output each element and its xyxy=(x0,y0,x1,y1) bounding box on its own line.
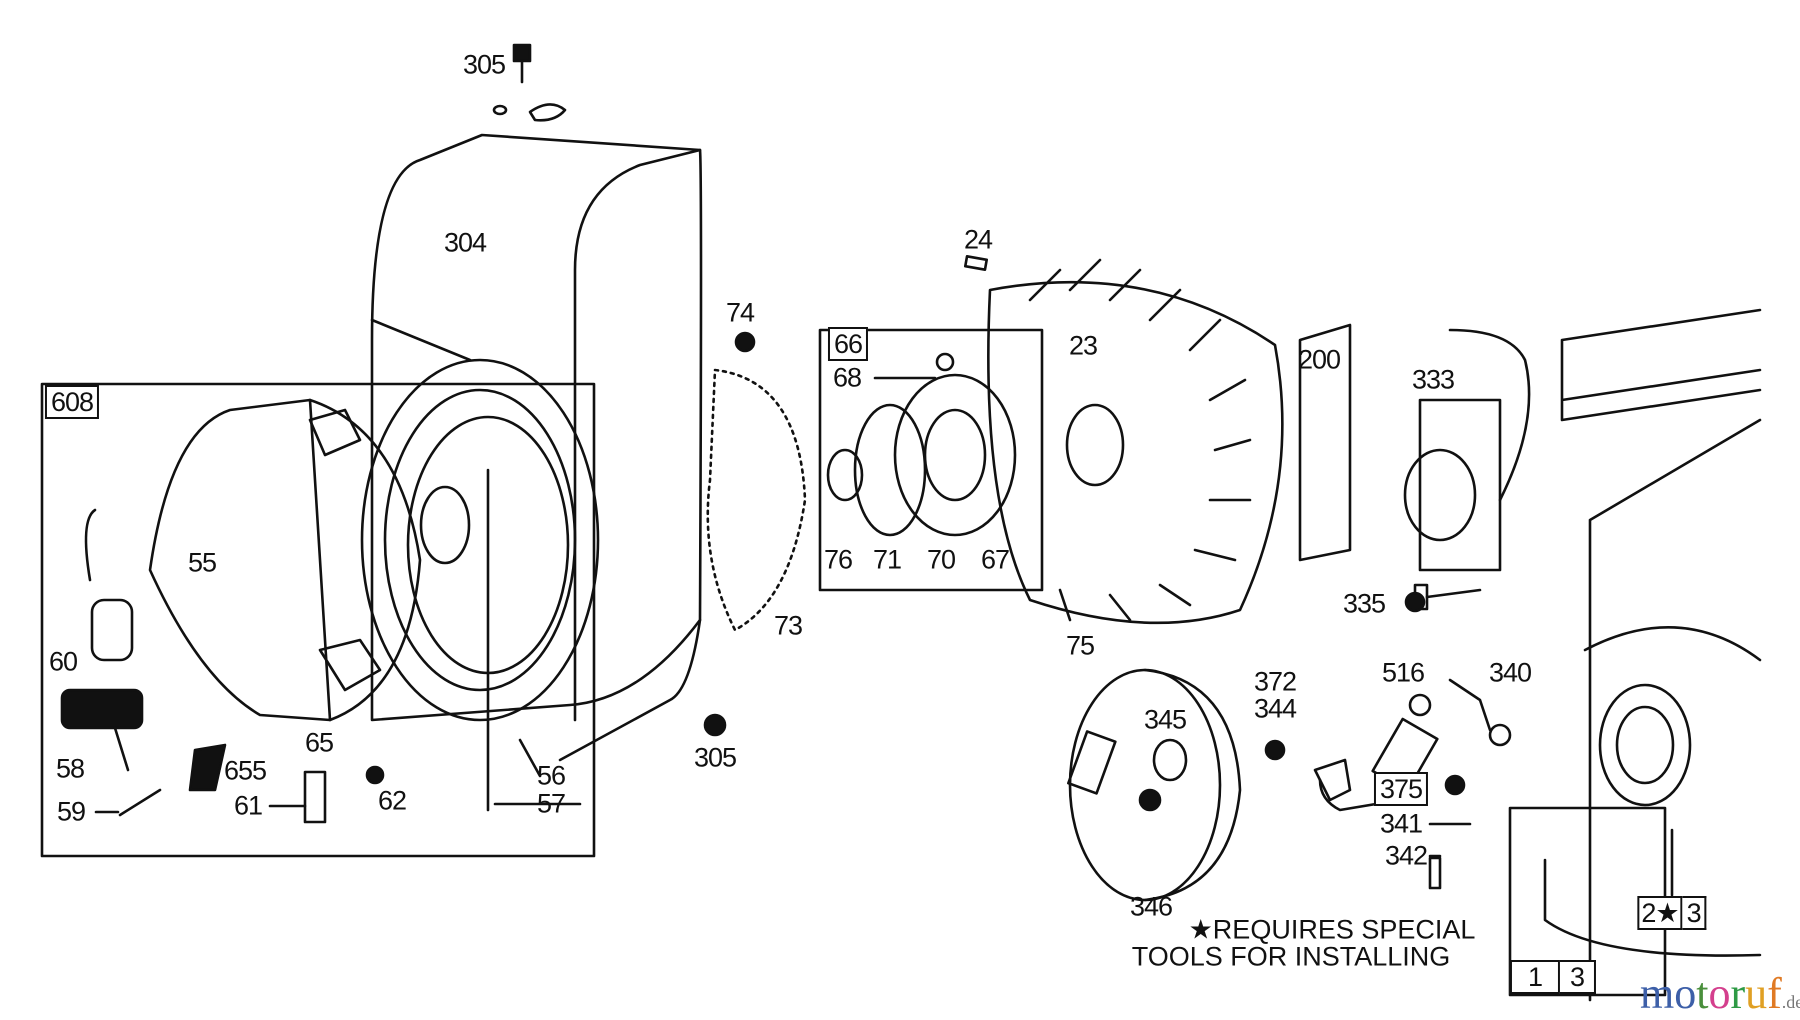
part-number-2: 2 xyxy=(1641,898,1656,928)
part-label-74: 74 xyxy=(725,297,755,328)
part-label-68: 68 xyxy=(832,362,862,393)
part-label-3: 3 xyxy=(1682,896,1707,930)
flywheel-drawing xyxy=(963,255,1284,625)
part-label-1: 1 xyxy=(1509,960,1560,994)
part-label-55: 55 xyxy=(187,547,217,578)
part-label-2-star: 2★ xyxy=(1637,896,1683,930)
part-label-345: 345 xyxy=(1143,704,1187,735)
part-label-76: 76 xyxy=(823,544,853,575)
motoruf-watermark: motoruf.de xyxy=(1640,968,1800,1019)
engine-block-drawing xyxy=(1508,308,1762,1002)
watermark-letter: r xyxy=(1730,969,1746,1018)
watermark-letter: o xyxy=(1708,969,1731,1018)
part-label-71: 71 xyxy=(872,544,902,575)
part-label-344: 344 xyxy=(1253,693,1297,724)
watermark-letters: motoruf xyxy=(1640,968,1782,1019)
part-label-342: 342 xyxy=(1384,840,1428,871)
leader-lines xyxy=(94,376,1674,897)
watermark-letter: u xyxy=(1745,969,1768,1018)
part-label-335: 335 xyxy=(1342,588,1386,619)
blower-housing-drawing xyxy=(370,103,703,762)
part-label-200: 200 xyxy=(1297,344,1341,375)
part-label-60: 60 xyxy=(48,646,78,677)
star-icon: ★ xyxy=(1655,898,1679,928)
flywheel-cup-drawing xyxy=(1067,668,1242,902)
part-label-59: 59 xyxy=(56,796,86,827)
shield-200-drawing xyxy=(1298,323,1352,562)
part-label-24: 24 xyxy=(963,224,993,255)
part-label-341: 341 xyxy=(1379,808,1423,839)
part-label-23: 23 xyxy=(1068,330,1098,361)
part-label-67: 67 xyxy=(980,544,1010,575)
part-label-340: 340 xyxy=(1488,657,1532,688)
part-label-58: 58 xyxy=(55,753,85,784)
part-label-655: 655 xyxy=(223,755,267,786)
part-label-66-boxed: 66 xyxy=(827,327,869,361)
brake-parts-drawing xyxy=(365,331,1512,890)
handle-drawing xyxy=(60,508,327,824)
special-tools-note-line2: TOOLS FOR INSTALLING xyxy=(1131,941,1451,972)
starter-cup-drawing xyxy=(148,398,422,722)
clutch-drawing xyxy=(826,352,1017,537)
part-label-56: 56 xyxy=(536,760,566,791)
part-label-70: 70 xyxy=(926,544,956,575)
part-label-61: 61 xyxy=(233,790,263,821)
part-label-57: 57 xyxy=(536,788,566,819)
special-tools-note-line1: ★REQUIRES SPECIAL xyxy=(1188,914,1476,945)
part-label-75: 75 xyxy=(1065,630,1095,661)
part-label-305: 305 xyxy=(462,49,506,80)
starter-assembly-frame xyxy=(40,382,596,858)
part-label-62: 62 xyxy=(377,785,407,816)
watermark-suffix: .de xyxy=(1781,992,1800,1012)
part-label-346: 346 xyxy=(1129,891,1173,922)
watermark-letter: f xyxy=(1767,969,1782,1018)
part-label-3-bottom: 3 xyxy=(1560,960,1597,994)
part-label-375-boxed: 375 xyxy=(1373,772,1429,806)
part-label-608-boxed: 608 xyxy=(44,385,100,419)
clutch-assembly-frame xyxy=(818,328,1044,592)
rewind-starter-drawing xyxy=(360,358,600,812)
part-label-2-3-boxed: 2★ 3 xyxy=(1637,896,1707,930)
rotating-screen-drawing xyxy=(706,368,807,632)
part-label-304: 304 xyxy=(443,227,487,258)
watermark-letter: t xyxy=(1696,969,1709,1018)
part-label-372: 372 xyxy=(1253,666,1297,697)
watermark-letter: m xyxy=(1640,969,1675,1018)
armature-drawing xyxy=(1403,328,1531,611)
part-label-305-lower: 305 xyxy=(693,742,737,773)
part-label-73: 73 xyxy=(773,610,803,641)
part-label-333: 333 xyxy=(1411,364,1455,395)
part-label-65: 65 xyxy=(304,727,334,758)
watermark-letter: o xyxy=(1674,969,1697,1018)
bolt-305-top-drawing xyxy=(512,43,532,84)
part-label-516: 516 xyxy=(1381,657,1425,688)
part-label-1-3-boxed: 1 3 xyxy=(1509,960,1597,994)
